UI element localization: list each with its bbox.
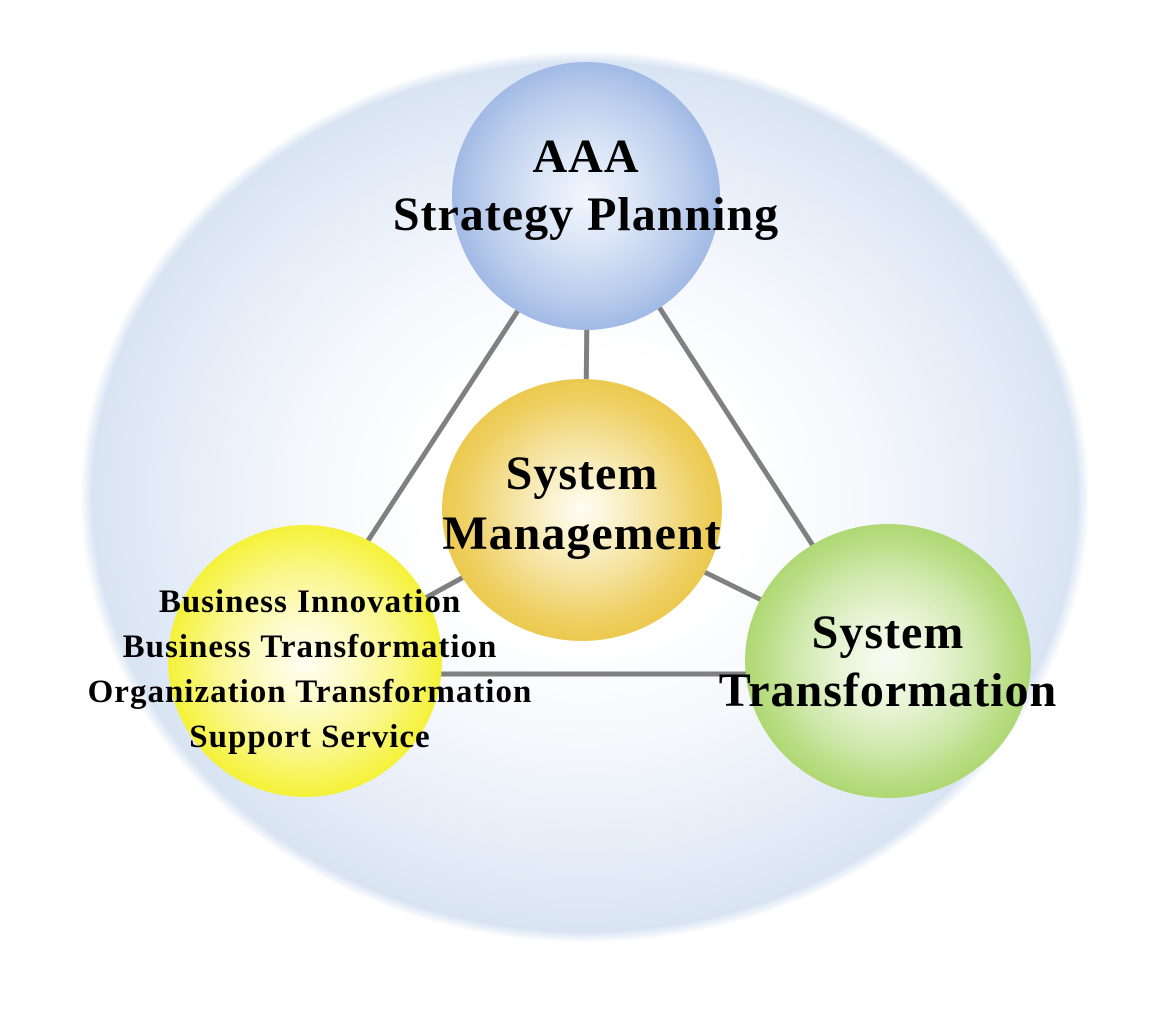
node-label-strategy-planning: AAA Strategy Planning bbox=[286, 128, 886, 244]
node-circle-system-transformation bbox=[745, 524, 1031, 798]
node-label-system-management: System Management bbox=[282, 444, 882, 564]
node-circle-business-services bbox=[168, 525, 442, 797]
label-line: Business Transformation bbox=[122, 629, 498, 665]
node-label-business-services: Business Innovation Business Transformat… bbox=[15, 580, 605, 760]
node-circle-strategy-planning bbox=[452, 62, 720, 330]
label-line: Support Service bbox=[189, 719, 431, 755]
node-label-system-transformation: System Transformation bbox=[568, 604, 1175, 720]
node-circle-system-management bbox=[442, 379, 722, 641]
label-line: Transformation bbox=[718, 664, 1058, 717]
label-line: AAA bbox=[532, 130, 640, 183]
label-line: System bbox=[811, 606, 965, 659]
label-line: System bbox=[505, 447, 659, 500]
label-line: Management bbox=[442, 507, 722, 560]
label-line: Organization Transformation bbox=[87, 674, 533, 710]
label-line: Business Innovation bbox=[158, 584, 462, 620]
label-line: Strategy Planning bbox=[392, 188, 780, 241]
